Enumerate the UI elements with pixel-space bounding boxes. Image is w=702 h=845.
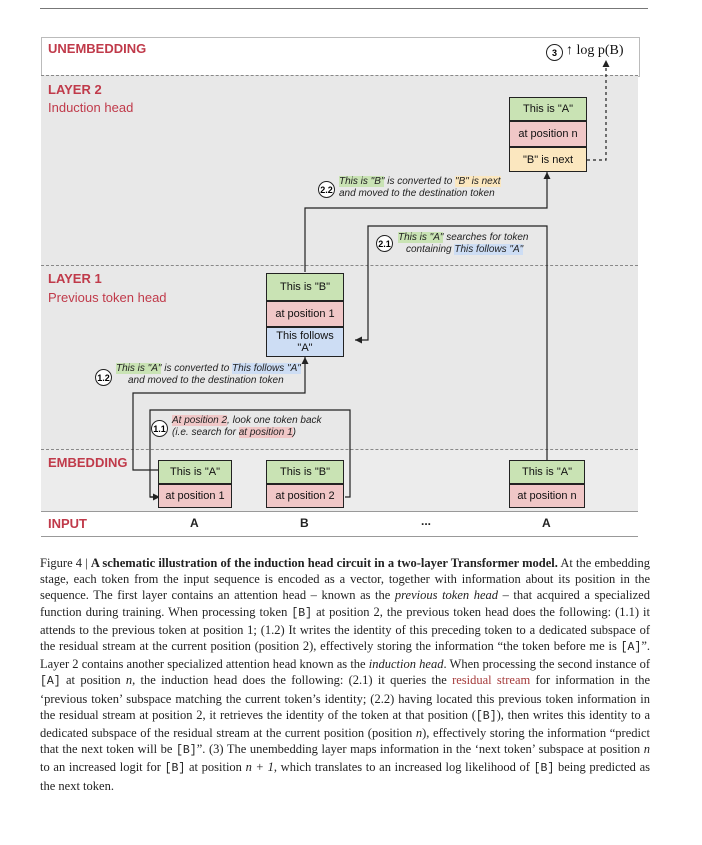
emb-box-2-identity: This is "B": [266, 460, 344, 484]
caption-title: A schematic illustration of the inductio…: [90, 556, 558, 570]
step-2-1-marker: 2.1: [376, 235, 393, 252]
caption-token: [B]: [291, 606, 313, 620]
caption-text: being predicted as the next token.: [40, 760, 651, 793]
caption-text: ”. Layer 2 contains another specialized …: [40, 639, 650, 672]
emb-box-n-position: at position n: [509, 484, 585, 508]
layer2-box-position: at position n: [509, 121, 587, 147]
caption-text: ), then writes this identity to a dedica…: [40, 707, 650, 741]
step-3-marker: 3: [546, 44, 563, 61]
caption-text: At the embedding stage, each token from …: [40, 556, 651, 603]
caption-var: n + 1: [245, 760, 274, 775]
caption-token: [A]: [620, 641, 642, 655]
caption-token: [B]: [164, 762, 186, 776]
caption-token: [B]: [475, 709, 497, 723]
caption-text: for information in the ‘previous token’ …: [40, 673, 650, 722]
layer1-label: LAYER 1: [48, 271, 102, 286]
layer2-sublabel: Induction head: [48, 100, 134, 115]
caption-text: . When processing the second instance of: [443, 657, 651, 672]
caption-token: [A]: [40, 675, 61, 689]
caption-var: n: [415, 726, 423, 741]
layer2-box-next: "B" is next: [509, 147, 587, 172]
annotation-1-1: At position 2, look one token back (i.e.…: [172, 415, 322, 438]
caption-text: – that acquired a specialized function d…: [40, 588, 650, 619]
caption-text: ”. (3) The unembedding layer maps inform…: [196, 742, 644, 757]
layer1-box-follows: This follows "A": [266, 327, 344, 357]
caption-text: at position: [185, 760, 246, 775]
layer2-label: LAYER 2: [48, 82, 102, 97]
caption-text: at position: [60, 673, 126, 688]
caption-text: , which translates to an increased log l…: [273, 760, 534, 775]
caption-term: previous token head: [394, 588, 499, 603]
emb-box-n-identity: This is "A": [509, 460, 585, 484]
embedding-label: EMBEDDING: [48, 455, 128, 471]
caption-text: to an increased logit for: [40, 760, 165, 775]
caption-term: induction head: [368, 657, 444, 672]
caption-token: [B]: [176, 744, 197, 758]
figure-number: Figure 4 |: [40, 556, 91, 570]
step-1-1-marker: 1.1: [151, 420, 168, 437]
caption-var: n: [643, 742, 650, 757]
page-header-rule: [40, 8, 648, 9]
input-token-ellipsis: ...: [421, 514, 432, 528]
emb-box-1-position: at position 1: [158, 484, 232, 508]
emb-box-2-position: at position 2: [266, 484, 344, 508]
circuit-connectors: [132, 60, 610, 501]
layer1-box-identity: This is "B": [266, 273, 344, 301]
layer1-sublabel: Previous token head: [48, 290, 167, 305]
layer1-box-position: at position 1: [266, 301, 344, 327]
caption-text: at position 2, the previous token head d…: [40, 604, 651, 654]
step-1-2-marker: 1.2: [95, 369, 112, 386]
step-2-2-marker: 2.2: [318, 181, 335, 198]
input-token-1: A: [190, 516, 199, 530]
annotation-2-2: This is "B" is converted to "B" is next …: [339, 176, 501, 200]
log-prob-label: ↑ log p(B): [566, 43, 624, 58]
input-label: INPUT: [48, 516, 87, 531]
unembedding-label: UNEMBEDDING: [48, 41, 147, 56]
emb-box-1-identity: This is "A": [158, 460, 232, 484]
residual-stream-link[interactable]: residual stream: [452, 673, 531, 688]
caption-var: n: [125, 673, 133, 688]
annotation-1-2: This is "A" is converted to This follows…: [116, 363, 301, 386]
figure-caption: Figure 4 | A schematic illustration of t…: [40, 555, 650, 794]
caption-text: , the induction head does the following:…: [132, 673, 453, 688]
caption-token: [B]: [533, 762, 555, 776]
input-token-n: A: [542, 516, 551, 530]
input-token-2: B: [300, 516, 309, 530]
input-band: [41, 511, 638, 537]
layer2-box-identity: This is "A": [509, 97, 587, 121]
caption-text: ), effectively storing the information “…: [40, 726, 651, 757]
annotation-2-1: This is "A" searches for token containin…: [398, 232, 529, 256]
